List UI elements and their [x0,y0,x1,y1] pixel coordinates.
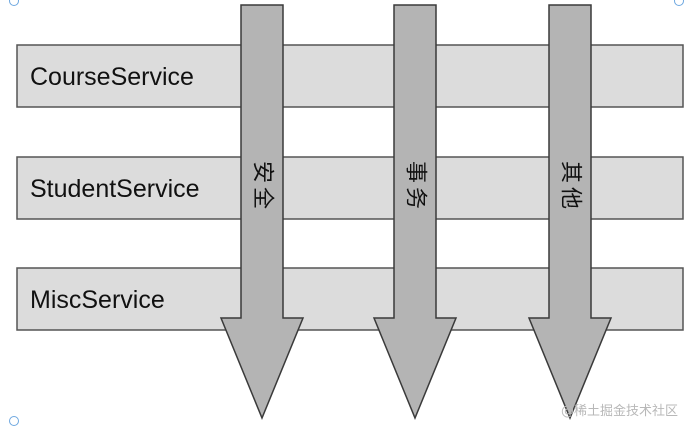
concern-label-char: 全 [250,187,275,209]
frame-handle-top-right [674,0,684,6]
concern-arrow [219,4,305,420]
frame-handle-top-left [9,0,19,6]
concern-arrow [527,4,613,420]
concern-label-char: 安 [250,161,275,183]
concern-arrow [372,4,458,420]
concern-label-char: 事 [403,161,428,183]
service-label: CourseService [30,63,194,91]
watermark: @稀土掘金技术社区 [560,404,678,419]
concern-arrows: 安全 事务 其他 [219,4,613,420]
concern-label-char: 他 [558,187,583,209]
service-label: MiscService [30,286,165,314]
concern-label-char: 务 [403,187,428,209]
service-label: StudentService [30,175,200,203]
concern-label-char: 其 [558,161,583,183]
